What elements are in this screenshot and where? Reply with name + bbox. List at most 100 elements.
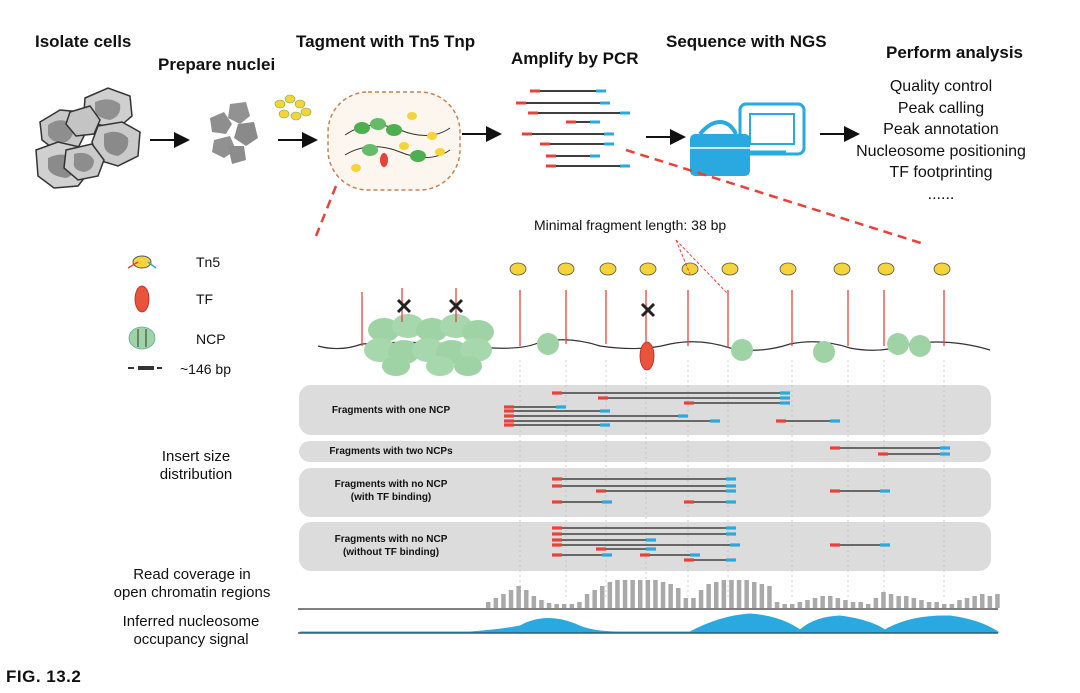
coverage-bar: [759, 584, 765, 608]
panel-no-ncp-tf: [299, 468, 991, 517]
nucleosome-signal-label: Inferred nucleosome occupancy signal: [122, 613, 260, 648]
read-coverage-label: Read coverage in open chromatin regions: [113, 566, 271, 601]
step-perform-analysis: Perform analysis: [886, 43, 1024, 62]
coverage-bar: [668, 584, 673, 608]
legend-tf-icon: [134, 285, 150, 313]
step-prepare-nuclei: Prepare nuclei: [158, 55, 276, 74]
analysis-item: Peak calling: [897, 99, 985, 117]
analysis-item: ......: [927, 185, 955, 203]
coverage-bar: [554, 604, 559, 608]
coverage-bar: [805, 600, 810, 608]
blocked-cut-marks: [396, 298, 656, 318]
tagmented-nucleus-icon: [327, 91, 461, 191]
coverage-bar: [752, 582, 757, 608]
step-sequence: Sequence with NGS: [666, 32, 827, 51]
coverage-bar: [995, 594, 1000, 608]
coverage-bar: [630, 580, 635, 608]
coverage-bar: [569, 604, 575, 608]
analysis-item: Quality control: [889, 78, 993, 95]
coverage-bar: [691, 598, 696, 608]
coverage-bar: [774, 602, 780, 608]
coverage-bar: [683, 598, 689, 608]
coverage-bar: [744, 580, 749, 608]
tn5-cluster-icon: [274, 94, 312, 121]
coverage-bar: [706, 584, 711, 608]
legend-bp-label: ~146 bp: [180, 361, 231, 377]
coverage-bar: [919, 600, 924, 608]
panel-two-ncps: [299, 441, 991, 462]
coverage-bar: [987, 596, 993, 608]
coverage-bar: [698, 590, 704, 608]
coverage-bar: [926, 602, 932, 608]
coverage-bar: [828, 596, 833, 608]
insert-size-label: Insert size distribution: [159, 448, 233, 483]
step-isolate-cells: Isolate cells: [35, 32, 132, 51]
coverage-bar: [546, 603, 552, 608]
coverage-bar: [577, 602, 582, 608]
nucleosome-cluster-icon: [364, 314, 494, 376]
analysis-item: Peak annotation: [883, 121, 999, 138]
analysis-list: Quality control Peak calling Peak annota…: [852, 76, 1030, 205]
step-amplify: Amplify by PCR: [511, 49, 639, 68]
coverage-bar: [736, 580, 742, 608]
coverage-bar: [600, 586, 605, 608]
step-tagment: Tagment with Tn5 Tnp: [296, 32, 476, 51]
panel-two-ncps-label: Fragments with two NCPs: [329, 446, 453, 457]
legend-ncp-icon: [128, 326, 156, 350]
coverage-bar: [888, 594, 894, 608]
coverage-bar: [911, 598, 917, 608]
nucleosome-occupancy-signal: [300, 613, 1000, 633]
coverage-bar: [721, 580, 727, 608]
coverage-bar: [584, 594, 590, 608]
analysis-item: TF footprinting: [889, 164, 993, 181]
coverage-bar: [615, 580, 620, 608]
coverage-bar: [964, 598, 970, 608]
coverage-bar: [812, 598, 818, 608]
coverage-bar: [942, 604, 947, 608]
coverage-bar: [531, 596, 537, 608]
coverage-bar: [524, 590, 529, 608]
coverage-bar: [957, 600, 962, 608]
figure-label: FIG. 13.2: [6, 667, 82, 686]
coverage-bar: [858, 602, 863, 608]
legend-tn5-label: Tn5: [196, 254, 221, 270]
coverage-bar: [645, 580, 651, 608]
coverage-bar: [676, 588, 681, 608]
coverage-bar: [486, 602, 491, 608]
panel-no-ncp-notf: [299, 522, 991, 571]
legend-tn5-icon: [127, 255, 157, 269]
pcr-fragments-icon: [516, 89, 630, 168]
coverage-bar: [881, 592, 886, 608]
coverage-bar: [873, 598, 879, 608]
panel-no-ncp-notf-label: Fragments with no NCP (without TF bindin…: [334, 534, 448, 558]
coverage-bar: [980, 594, 985, 608]
panel-one-ncp-label: Fragments with one NCP: [331, 405, 451, 416]
coverage-bar: [896, 596, 901, 608]
coverage-bar: [866, 604, 871, 608]
cells-icon: [35, 87, 141, 189]
coverage-bar: [607, 582, 613, 608]
coverage-bar: [835, 598, 841, 608]
coverage-bar: [516, 586, 521, 608]
coverage-bar: [972, 596, 977, 608]
coverage-bar: [850, 602, 856, 608]
tn5-heads: [509, 262, 951, 276]
coverage-bar: [797, 602, 803, 608]
coverage-bar: [508, 590, 514, 608]
coverage-bar: [767, 586, 772, 608]
coverage-bar: [493, 598, 499, 608]
coverage-bar: [562, 604, 567, 608]
coverage-bar: [592, 590, 597, 608]
coverage-bar: [820, 596, 825, 608]
coverage-bar: [782, 604, 787, 608]
coverage-bar: [638, 580, 643, 608]
coverage-bar: [660, 582, 666, 608]
fragment-rows: [504, 391, 950, 562]
coverage-bar: [843, 600, 848, 608]
sequencer-icon: [690, 102, 806, 176]
read-coverage-bars: [486, 580, 1000, 608]
min-fragment-label: Minimal fragment length: 38 bp: [534, 217, 727, 233]
nuclei-icon: [210, 102, 258, 164]
coverage-bar: [949, 604, 955, 608]
coverage-bar: [934, 602, 939, 608]
